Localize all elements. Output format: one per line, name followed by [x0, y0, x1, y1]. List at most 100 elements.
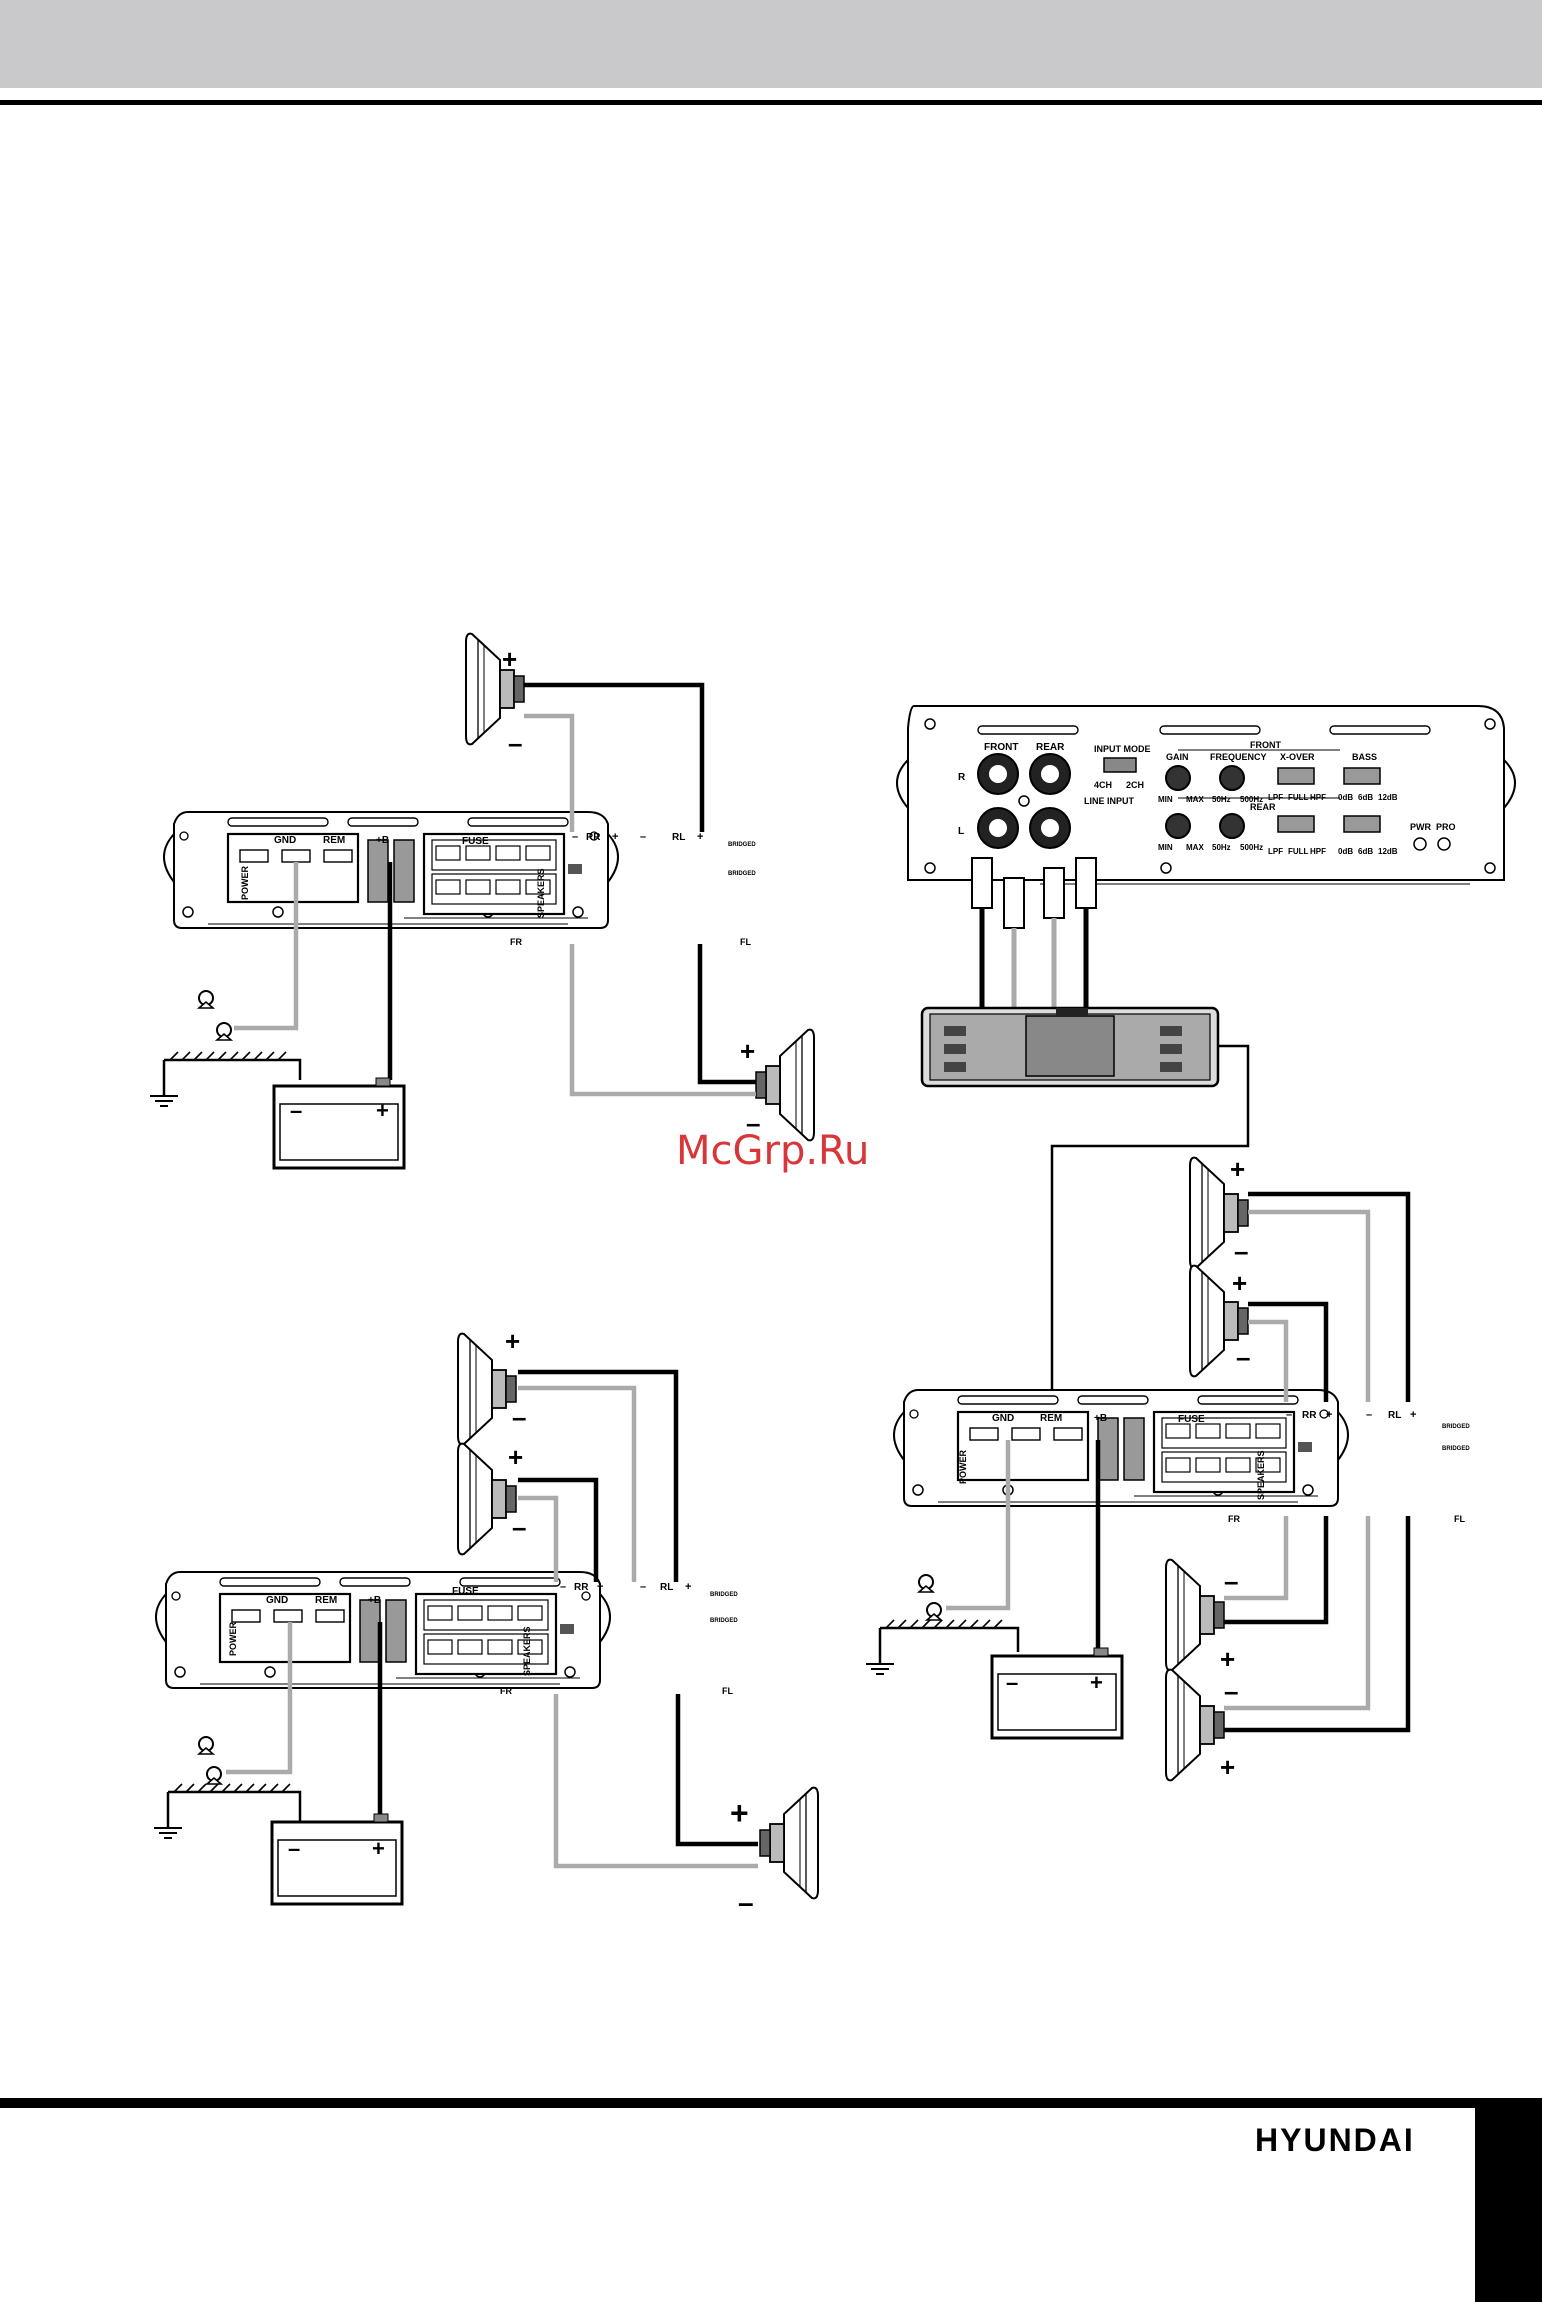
- cp-max-2: MAX: [1186, 843, 1204, 852]
- control-panel: [896, 705, 1516, 885]
- amp1-power: POWER: [240, 865, 250, 900]
- header-bar: [0, 0, 1542, 88]
- amp3-fuse: FUSE: [1178, 1414, 1205, 1425]
- amp1-rl-minus: –: [640, 831, 646, 843]
- wire-1a-neg: [524, 713, 575, 832]
- amplifier-3: [892, 1388, 1350, 1508]
- cp-min-2: MIN: [1158, 843, 1173, 852]
- rca-cables: [971, 857, 1097, 1010]
- cp-6db-2: 6dB: [1358, 847, 1373, 856]
- amp2-bridged-2: BRIDGED: [710, 1618, 738, 1624]
- spk2c-plus: +: [730, 1795, 749, 1831]
- amp2-rl-minus: –: [640, 1581, 646, 1593]
- cp-0db-2: 0dB: [1338, 847, 1353, 856]
- batt2-minus: –: [288, 1836, 300, 1861]
- amp2-fuse: FUSE: [452, 1586, 479, 1597]
- head-unit: [920, 1006, 1220, 1088]
- batt2-plus: +: [372, 1836, 385, 1861]
- amp3-rl: RL: [1388, 1410, 1401, 1421]
- header-rule: [0, 100, 1542, 105]
- ground-1: [148, 1058, 180, 1108]
- cp-front-2: FRONT: [1250, 740, 1281, 750]
- amp2-fl: FL: [722, 1686, 733, 1696]
- amp2-speakers: SPEAKERS: [522, 1626, 532, 1676]
- watermark: McGrp.Ru: [676, 1128, 870, 1174]
- spk1b-minus: –: [746, 1108, 760, 1138]
- cp-lpf-2: LPF: [1268, 847, 1283, 856]
- amp3-rem: REM: [1040, 1413, 1062, 1424]
- screw-2: [198, 1736, 214, 1755]
- amp3-power: POWER: [958, 1449, 968, 1484]
- amp3-rr: RR: [1302, 1410, 1317, 1421]
- screw-1: [198, 990, 214, 1009]
- spk3c-minus: –: [1224, 1566, 1238, 1596]
- batt1-plus: +: [376, 1098, 389, 1123]
- wire-1b-pos: [697, 944, 756, 1085]
- battery-1: [272, 1076, 406, 1170]
- cp-min-1: MIN: [1158, 795, 1173, 804]
- cp-full-2: FULL: [1288, 847, 1309, 856]
- amp2-rr: RR: [574, 1582, 589, 1593]
- cp-500hz-1: 500Hz: [1240, 795, 1263, 804]
- cp-6db-1: 6dB: [1358, 793, 1373, 802]
- wire-1b-neg: [569, 944, 756, 1097]
- amp3-bridged-2: BRIDGED: [1442, 1446, 1470, 1452]
- lug-2: [206, 1766, 222, 1785]
- spk2b-minus: –: [512, 1512, 526, 1542]
- amp3-rl-plus: +: [1410, 1409, 1416, 1421]
- cp-rear: REAR: [1036, 742, 1065, 753]
- amp2-rl: RL: [660, 1582, 673, 1593]
- amp3-rr-plus: +: [1326, 1409, 1332, 1421]
- speaker-1b: [756, 1030, 814, 1141]
- amp3-gnd: GND: [992, 1413, 1014, 1424]
- spk3b-plus: +: [1232, 1268, 1247, 1298]
- amp2-rem: REM: [315, 1595, 337, 1606]
- amp3-speakers: SPEAKERS: [1256, 1450, 1266, 1500]
- amp3-plusb: +B: [1094, 1413, 1107, 1424]
- cp-rear-2: REAR: [1250, 802, 1276, 812]
- cp-front: FRONT: [984, 742, 1018, 753]
- cp-full-1: FULL: [1288, 793, 1309, 802]
- amp1-rem: REM: [323, 835, 345, 846]
- spk2b-plus: +: [508, 1442, 523, 1472]
- spk3a-minus: –: [1234, 1236, 1248, 1266]
- cp-pwr: PWR: [1410, 822, 1431, 832]
- cp-r: R: [958, 772, 966, 783]
- amp1-speakers: SPEAKERS: [536, 868, 546, 918]
- amp1-plusb: +B: [376, 835, 389, 846]
- amp2-gnd: GND: [266, 1595, 288, 1606]
- cp-50hz-1: 50Hz: [1212, 795, 1231, 804]
- footer-rule: [0, 2098, 1542, 2108]
- amp1-rl: RL: [672, 832, 685, 843]
- spk2a-plus: +: [505, 1326, 520, 1356]
- amp1-gnd: GND: [274, 835, 296, 846]
- cp-gain: GAIN: [1166, 752, 1189, 762]
- spk2c-minus: –: [738, 1887, 754, 1918]
- amp2-plusb: +B: [368, 1595, 381, 1606]
- cp-bass: BASS: [1352, 752, 1377, 762]
- amp1-fuse: FUSE: [462, 836, 489, 847]
- amp1-fl: FL: [740, 937, 751, 947]
- amp1-rr: RR: [586, 832, 601, 843]
- cp-12db-1: 12dB: [1378, 793, 1398, 802]
- cp-l: L: [958, 826, 964, 837]
- amp1-bridged: BRIDGED: [728, 842, 756, 848]
- amp3-fl: FL: [1454, 1514, 1465, 1524]
- cp-500hz-2: 500Hz: [1240, 843, 1263, 852]
- spk3b-minus: –: [1236, 1342, 1250, 1372]
- wire-1-gnd: [234, 862, 299, 1031]
- cp-frequency: FREQUENCY: [1210, 752, 1267, 762]
- batt1-minus: –: [290, 1098, 302, 1123]
- amplifier-2: [154, 1570, 612, 1690]
- spk3a-plus: +: [1230, 1154, 1245, 1184]
- amp1-bridged-2: BRIDGED: [728, 871, 756, 877]
- amp1-rl-plus: +: [697, 831, 703, 843]
- cp-50hz-2: 50Hz: [1212, 843, 1231, 852]
- spk1a-plus: +: [502, 644, 517, 674]
- brand-logo: HYUNDAI: [1255, 2122, 1415, 2158]
- amp2-rr-minus: –: [560, 1581, 566, 1593]
- batt3-plus: +: [1090, 1670, 1103, 1695]
- cp-12db-2: 12dB: [1378, 847, 1398, 856]
- lug-3: [926, 1602, 942, 1621]
- cp-input-mode: INPUT MODE: [1094, 744, 1151, 754]
